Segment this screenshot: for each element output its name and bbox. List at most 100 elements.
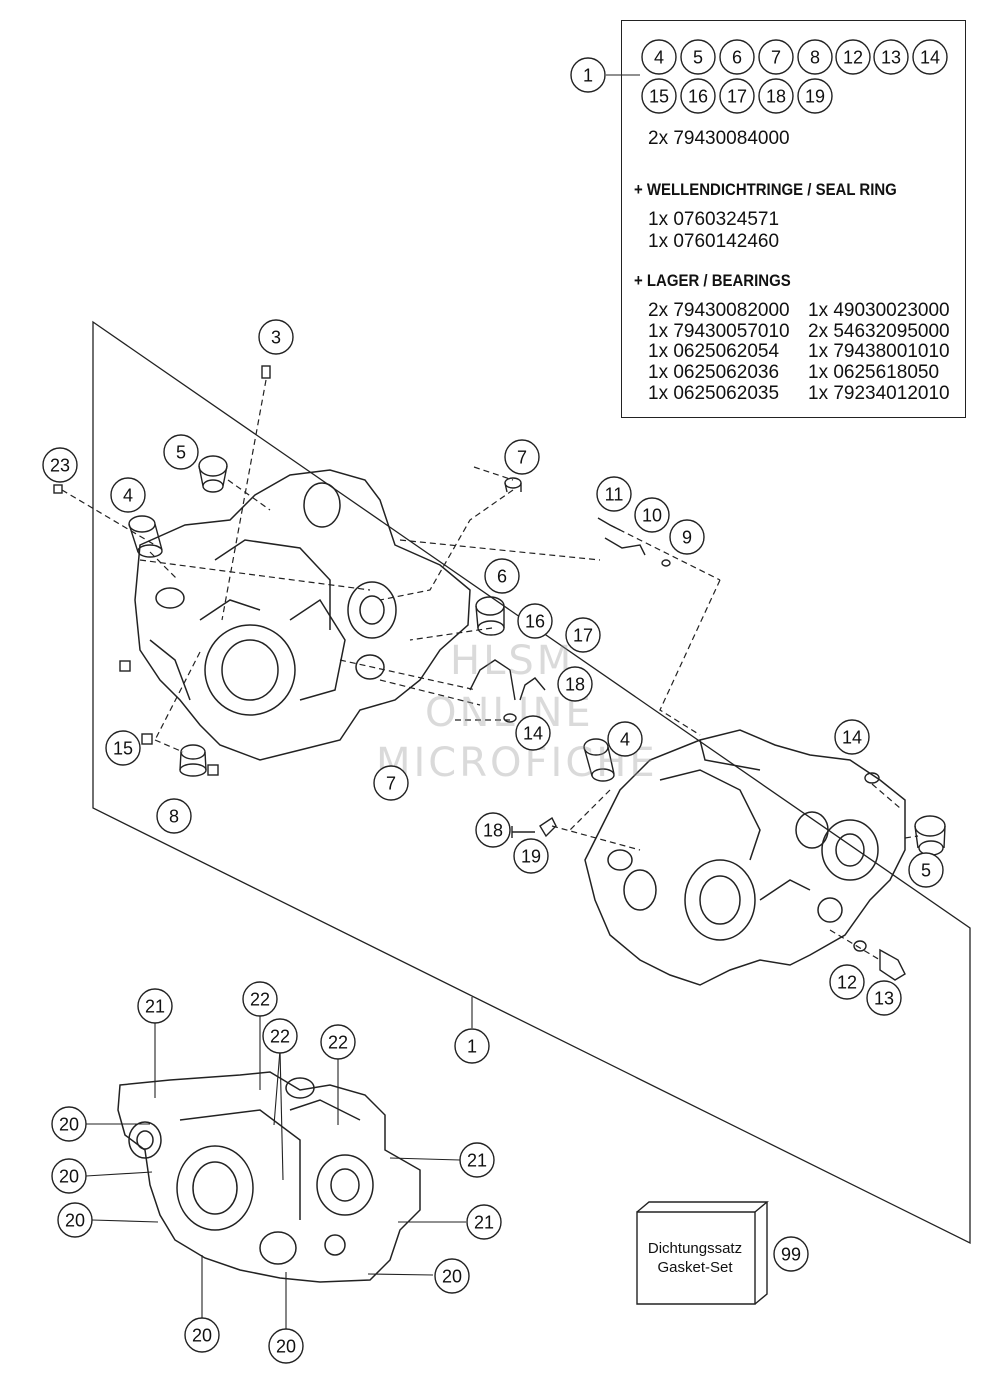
- callout-number: 12: [843, 47, 863, 67]
- callout-c7b: 7: [373, 765, 409, 801]
- bearings-heading: + LAGER / BEARINGS: [634, 271, 791, 290]
- bearing-item: 1x 0625062035: [648, 383, 780, 404]
- callout-number: 20: [59, 1166, 79, 1186]
- watermark-line-3: MICROFICHE: [376, 740, 658, 786]
- callout-number: 15: [113, 738, 133, 758]
- bearing-item: 1x 0625062054: [648, 341, 780, 362]
- callout-c20d: 20: [434, 1258, 470, 1294]
- callout-number: 15: [649, 86, 669, 106]
- callout-circle: [565, 617, 601, 653]
- callout-circle: [51, 1158, 87, 1194]
- callout-number: 18: [565, 674, 585, 694]
- callout-circle: [517, 603, 553, 639]
- callout-1-legend: 1: [570, 57, 606, 93]
- callout-c5a: 5: [163, 434, 199, 470]
- legend-bubble-19: 19: [797, 78, 833, 114]
- callout-number: 23: [50, 455, 70, 475]
- callout-circle: [454, 1028, 490, 1064]
- callout-circle: [137, 988, 173, 1024]
- callout-circle: [156, 798, 192, 834]
- callout-number: 9: [682, 527, 692, 547]
- lower-crankcase-detail: [117, 1071, 421, 1283]
- callout-circle: [513, 838, 549, 874]
- callout-number: 13: [874, 988, 894, 1008]
- callout-circle: [42, 447, 78, 483]
- callout-number: 20: [192, 1325, 212, 1345]
- callout-number: 5: [176, 442, 186, 462]
- parts-legend-box: 2x 79430084000 + WELLENDICHTRINGE / SEAL…: [621, 20, 966, 418]
- bearing-item: 1x 0625618050: [808, 362, 940, 383]
- callout-number: 22: [270, 1026, 290, 1046]
- callout-number: 7: [771, 47, 781, 67]
- callout-circle: [912, 39, 948, 75]
- callout-number: 11: [605, 484, 624, 504]
- legend-bubble-8: 8: [797, 39, 833, 75]
- callout-number: 21: [474, 1212, 494, 1232]
- callout-circle: [866, 980, 902, 1016]
- callout-number: 16: [688, 86, 708, 106]
- legend-bubble-15: 15: [641, 78, 677, 114]
- callout-c20b: 20: [51, 1158, 87, 1194]
- callout-number: 13: [881, 47, 901, 67]
- callout-circle: [475, 812, 511, 848]
- callout-circle: [634, 497, 670, 533]
- callout-c19: 19: [513, 838, 549, 874]
- callout-c14b: 14: [834, 719, 870, 755]
- legend-bubble-7: 7: [758, 39, 794, 75]
- callout-circle: [680, 39, 716, 75]
- bearing-item: 2x 54632095000: [808, 321, 950, 342]
- callout-c20a: 20: [51, 1106, 87, 1142]
- callout-circle: [258, 319, 294, 355]
- callout-c1: 1: [454, 1028, 490, 1064]
- callout-circle: [434, 1258, 470, 1294]
- callout-c20c: 20: [57, 1202, 93, 1238]
- bearing-item: 2x 79430082000: [648, 300, 790, 321]
- callout-circle: [242, 981, 278, 1017]
- callout-c5b: 5: [908, 852, 944, 888]
- callout-c13: 13: [866, 980, 902, 1016]
- callout-number: 99: [781, 1244, 801, 1264]
- callout-circle: [262, 1018, 298, 1054]
- callout-number: 18: [766, 86, 786, 106]
- callout-c9: 9: [669, 519, 705, 555]
- callout-number: 4: [123, 485, 133, 505]
- callout-c21c: 21: [466, 1204, 502, 1240]
- left-crankcase-half: [134, 469, 471, 761]
- legend-bubble-17: 17: [719, 78, 755, 114]
- callout-number: 4: [620, 729, 630, 749]
- callout-circle: [641, 78, 677, 114]
- callout-c4a: 4: [110, 477, 146, 513]
- callout-circle: [504, 439, 540, 475]
- callout-number: 20: [276, 1336, 296, 1356]
- legend-bubble-12: 12: [835, 39, 871, 75]
- callout-number: 17: [573, 625, 593, 645]
- callout-c17: 17: [565, 617, 601, 653]
- legend-bubble-13: 13: [873, 39, 909, 75]
- callout-circle: [268, 1328, 304, 1364]
- callout-circle: [773, 1236, 809, 1272]
- callout-c11: 11: [596, 476, 632, 512]
- legend-bubble-4: 4: [641, 39, 677, 75]
- callout-number: 22: [250, 989, 270, 1009]
- callout-c16: 16: [517, 603, 553, 639]
- callout-c3: 3: [258, 319, 294, 355]
- callout-circle: [570, 57, 606, 93]
- legend-bubble-18: 18: [758, 78, 794, 114]
- bearing-item: 1x 79234012010: [808, 383, 950, 404]
- callout-number: 7: [386, 773, 396, 793]
- watermark-line-2: ONLINE: [425, 690, 594, 736]
- callout-circle: [557, 666, 593, 702]
- callout-circle: [797, 39, 833, 75]
- callout-circle: [641, 39, 677, 75]
- assembly-frame: [92, 320, 971, 1245]
- callout-circle: [184, 1317, 220, 1353]
- callout-c4b: 4: [607, 721, 643, 757]
- right-crankcase-half: [584, 729, 906, 986]
- legend-bubble-5: 5: [680, 39, 716, 75]
- gasket-line-2: Gasket-Set: [657, 1259, 733, 1276]
- legend-2x-line: 2x 79430084000: [648, 128, 790, 149]
- callout-number: 3: [271, 327, 281, 347]
- callout-number: 21: [467, 1150, 487, 1170]
- gasket-set-label: Dichtungssatz Gasket-Set: [637, 1204, 767, 1304]
